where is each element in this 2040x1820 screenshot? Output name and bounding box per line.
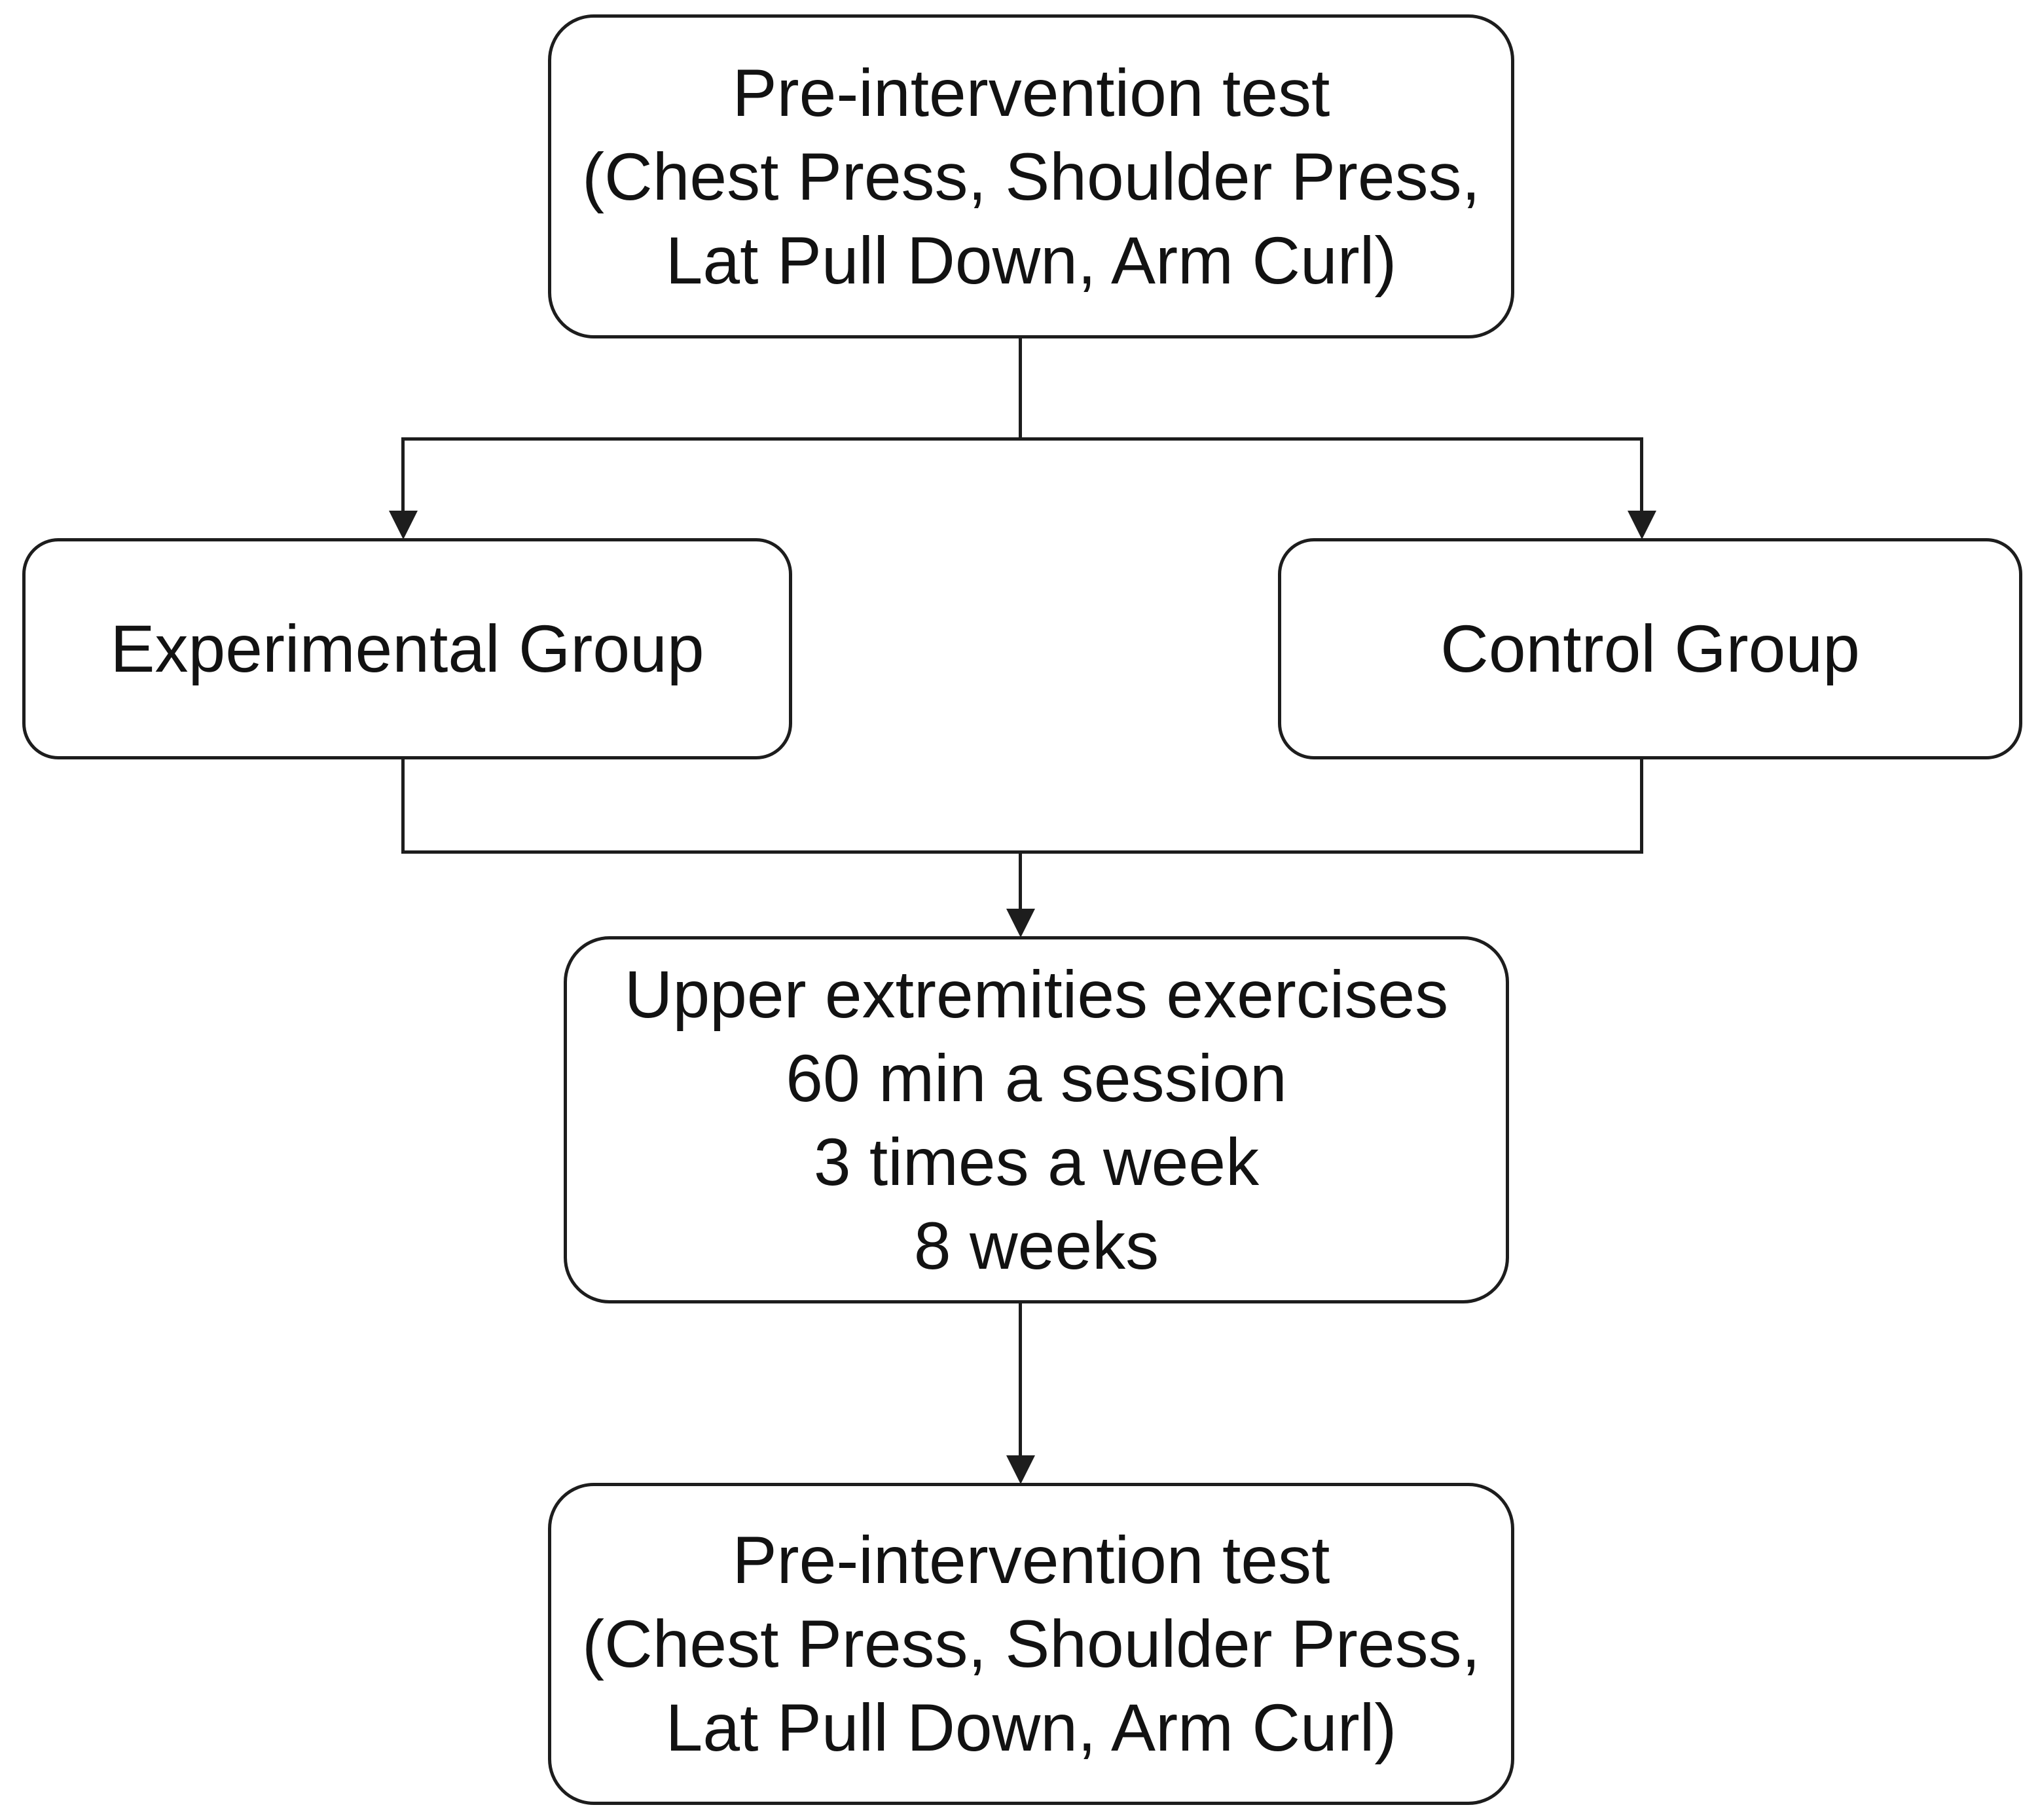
connector-merge-to-intervention [1019,852,1022,911]
node-post-intervention-test: Pre-intervention test (Chest Press, Shou… [548,1483,1514,1805]
connector-intervention-to-posttest [1019,1303,1022,1458]
arrowhead-into-intervention [1006,909,1035,937]
control-group-label: Control Group [1440,611,1860,686]
intervention-line4: 8 weeks [913,1208,1159,1283]
arrowhead-into-posttest [1006,1455,1035,1484]
connector-split-horizontal [401,437,1643,441]
node-experimental-group: Experimental Group [22,538,792,759]
node-pre-intervention-test: Pre-intervention test (Chest Press, Shou… [548,14,1514,338]
connector-merge-horizontal [401,850,1643,854]
intervention-line2: 60 min a session [786,1040,1287,1116]
intervention-line3: 3 times a week [813,1124,1260,1199]
connector-split-to-experimental [401,437,405,513]
connector-experimental-to-merge [401,758,405,854]
connector-control-to-merge [1640,758,1643,854]
arrowhead-into-experimental-group [389,511,418,539]
connector-pretest-to-split [1019,338,1022,440]
arrowhead-into-control-group [1628,511,1656,539]
pre-intervention-test-title: Pre-intervention test [732,55,1330,130]
node-intervention-protocol: Upper extremities exercises 60 min a ses… [564,936,1509,1303]
pre-intervention-test-measures-line1: (Chest Press, Shoulder Press, [582,139,1480,214]
intervention-line1: Upper extremities exercises [624,956,1449,1032]
post-intervention-test-title: Pre-intervention test [732,1523,1330,1597]
pre-intervention-test-measures-line2: Lat Pull Down, Arm Curl) [665,223,1397,298]
post-intervention-test-measures-line2: Lat Pull Down, Arm Curl) [665,1690,1397,1765]
connector-split-to-control [1640,437,1643,513]
post-intervention-test-measures-line1: (Chest Press, Shoulder Press, [582,1607,1480,1681]
node-control-group: Control Group [1278,538,2022,759]
experimental-group-label: Experimental Group [110,611,704,686]
